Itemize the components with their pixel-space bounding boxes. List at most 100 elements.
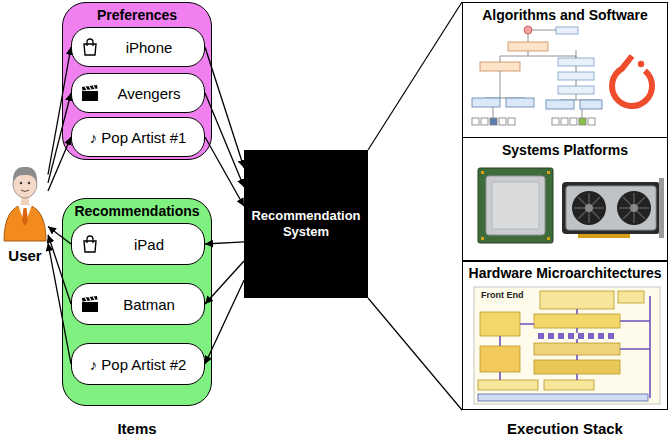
microarchitecture-drawing-part-part bbox=[558, 333, 564, 339]
bag-icon-part bbox=[84, 241, 96, 252]
block-label: Front End bbox=[481, 290, 541, 300]
microarchitecture-drawing-part bbox=[618, 291, 644, 303]
section-label: Items bbox=[62, 420, 212, 437]
gpu-card-part bbox=[566, 186, 656, 230]
microarchitecture-drawing-part bbox=[534, 343, 620, 355]
microarchitecture-drawing-part-part bbox=[538, 333, 544, 339]
system-label: Recommendation System bbox=[248, 208, 364, 241]
microarchitecture-drawing bbox=[474, 287, 660, 404]
item-box: ♪ Pop Artist #2 bbox=[71, 343, 205, 385]
cpu-chip-part bbox=[481, 171, 550, 240]
bag-icon-part bbox=[87, 236, 93, 243]
gpu-card-part bbox=[562, 182, 660, 234]
model-drawing-part bbox=[480, 62, 520, 71]
microarchitecture-drawing-part-part bbox=[598, 333, 604, 339]
item-box: Batman bbox=[71, 283, 205, 325]
microarchitecture-drawing-part bbox=[480, 312, 520, 336]
bag-icon-part bbox=[87, 39, 93, 46]
panel-title: Systems Platforms bbox=[502, 142, 628, 158]
cpu-chip bbox=[478, 168, 553, 243]
microarchitecture-drawing-part bbox=[474, 287, 660, 404]
group-title: Recommendations bbox=[74, 203, 199, 219]
clapper-icon-part bbox=[82, 302, 98, 312]
microarchitecture-drawing-part-part bbox=[548, 333, 554, 339]
gpu-card bbox=[562, 178, 664, 238]
model-drawing-part-part bbox=[588, 118, 595, 125]
microarchitecture-drawing-part bbox=[540, 291, 614, 309]
microarchitecture-drawing-part bbox=[478, 380, 538, 390]
model-drawing-part-part bbox=[472, 118, 479, 125]
panel-title: Hardware Microarchitectures bbox=[469, 265, 662, 281]
stack-panel: Algorithms and Software bbox=[462, 2, 668, 138]
gpu-card-part bbox=[574, 193, 649, 223]
microarchitecture-drawing-part bbox=[534, 360, 620, 374]
arrow-connector bbox=[205, 137, 244, 206]
microarchitecture-drawing-part bbox=[480, 346, 520, 372]
cpu-chip-part bbox=[492, 182, 539, 229]
clapper-icon-part bbox=[85, 297, 95, 301]
pytorch-logo-part bbox=[638, 61, 644, 67]
cpu-chip-part-part bbox=[547, 171, 550, 174]
model-drawing-part bbox=[506, 98, 534, 107]
system-box: Recommendation System bbox=[244, 150, 368, 298]
item-label: iPhone bbox=[126, 39, 173, 56]
microarchitecture-drawing-part-part bbox=[568, 333, 574, 339]
panel-title: Algorithms and Software bbox=[482, 7, 648, 23]
arrow-connector bbox=[48, 137, 71, 191]
bag-icon bbox=[81, 235, 99, 253]
item-box: iPhone bbox=[71, 27, 205, 67]
model-drawing-part bbox=[500, 30, 576, 62]
clapper-icon bbox=[81, 295, 99, 313]
zoom-line bbox=[368, 2, 462, 410]
clapper-icon bbox=[81, 84, 99, 102]
item-box: iPad bbox=[71, 223, 205, 265]
microarchitecture-drawing-part bbox=[478, 394, 648, 401]
gpu-card-part bbox=[659, 178, 664, 238]
stack-panel: Hardware Microarchitectures bbox=[462, 260, 668, 410]
bag-icon-part bbox=[84, 44, 96, 55]
cpu-chip-part bbox=[486, 176, 545, 235]
microarchitecture-drawing-part bbox=[534, 314, 620, 328]
model-drawing-part bbox=[485, 66, 600, 100]
clapper-icon-part bbox=[85, 86, 95, 90]
model-drawing-part-part bbox=[490, 118, 497, 125]
gpu-card-part bbox=[585, 204, 593, 212]
section-label: Execution Stack bbox=[462, 420, 668, 437]
clapper-icon-part bbox=[82, 296, 98, 302]
cpu-chip-part-part bbox=[481, 171, 484, 174]
clapper-icon-part bbox=[82, 91, 98, 101]
cpu-chip-part bbox=[478, 168, 553, 243]
model-drawing-part-part bbox=[499, 118, 506, 125]
model-drawing-part bbox=[493, 107, 582, 118]
item-label: Batman bbox=[123, 296, 175, 313]
zoom-line-part bbox=[368, 2, 462, 150]
item-label: ♪ Pop Artist #2 bbox=[90, 356, 187, 373]
model-drawing-part bbox=[472, 98, 500, 107]
microarchitecture-drawing-part-part bbox=[588, 333, 594, 339]
item-box: ♪ Pop Artist #1 bbox=[71, 117, 205, 157]
user-icon-part bbox=[13, 167, 37, 184]
user-icon-part bbox=[4, 204, 46, 241]
model-drawing-part bbox=[558, 72, 594, 80]
zoom-line-part bbox=[368, 298, 462, 410]
user-icon-part bbox=[22, 208, 28, 226]
cpu-chip-part-part bbox=[547, 237, 550, 240]
model-drawing-part bbox=[556, 27, 578, 34]
model-drawing-part bbox=[558, 58, 594, 66]
cpu-chip-part-part bbox=[481, 237, 484, 240]
model-drawing-part-part bbox=[508, 118, 515, 125]
model-drawing-part bbox=[524, 26, 532, 34]
item-label: Avengers bbox=[117, 85, 180, 102]
category-group: Recommendations iPadBatman ♪ Pop Artist #2 bbox=[62, 198, 212, 406]
model-drawing bbox=[472, 26, 602, 125]
user-label: User bbox=[8, 247, 41, 264]
model-drawing-part-part bbox=[579, 118, 586, 125]
item-box: Avengers bbox=[71, 73, 205, 113]
group-title: Preferences bbox=[97, 7, 177, 23]
pytorch-logo-part bbox=[612, 56, 652, 106]
clapper-icon-part bbox=[82, 85, 98, 91]
model-drawing-part-part bbox=[552, 118, 559, 125]
pytorch-logo bbox=[612, 56, 652, 106]
user-figure: User bbox=[2, 162, 48, 266]
